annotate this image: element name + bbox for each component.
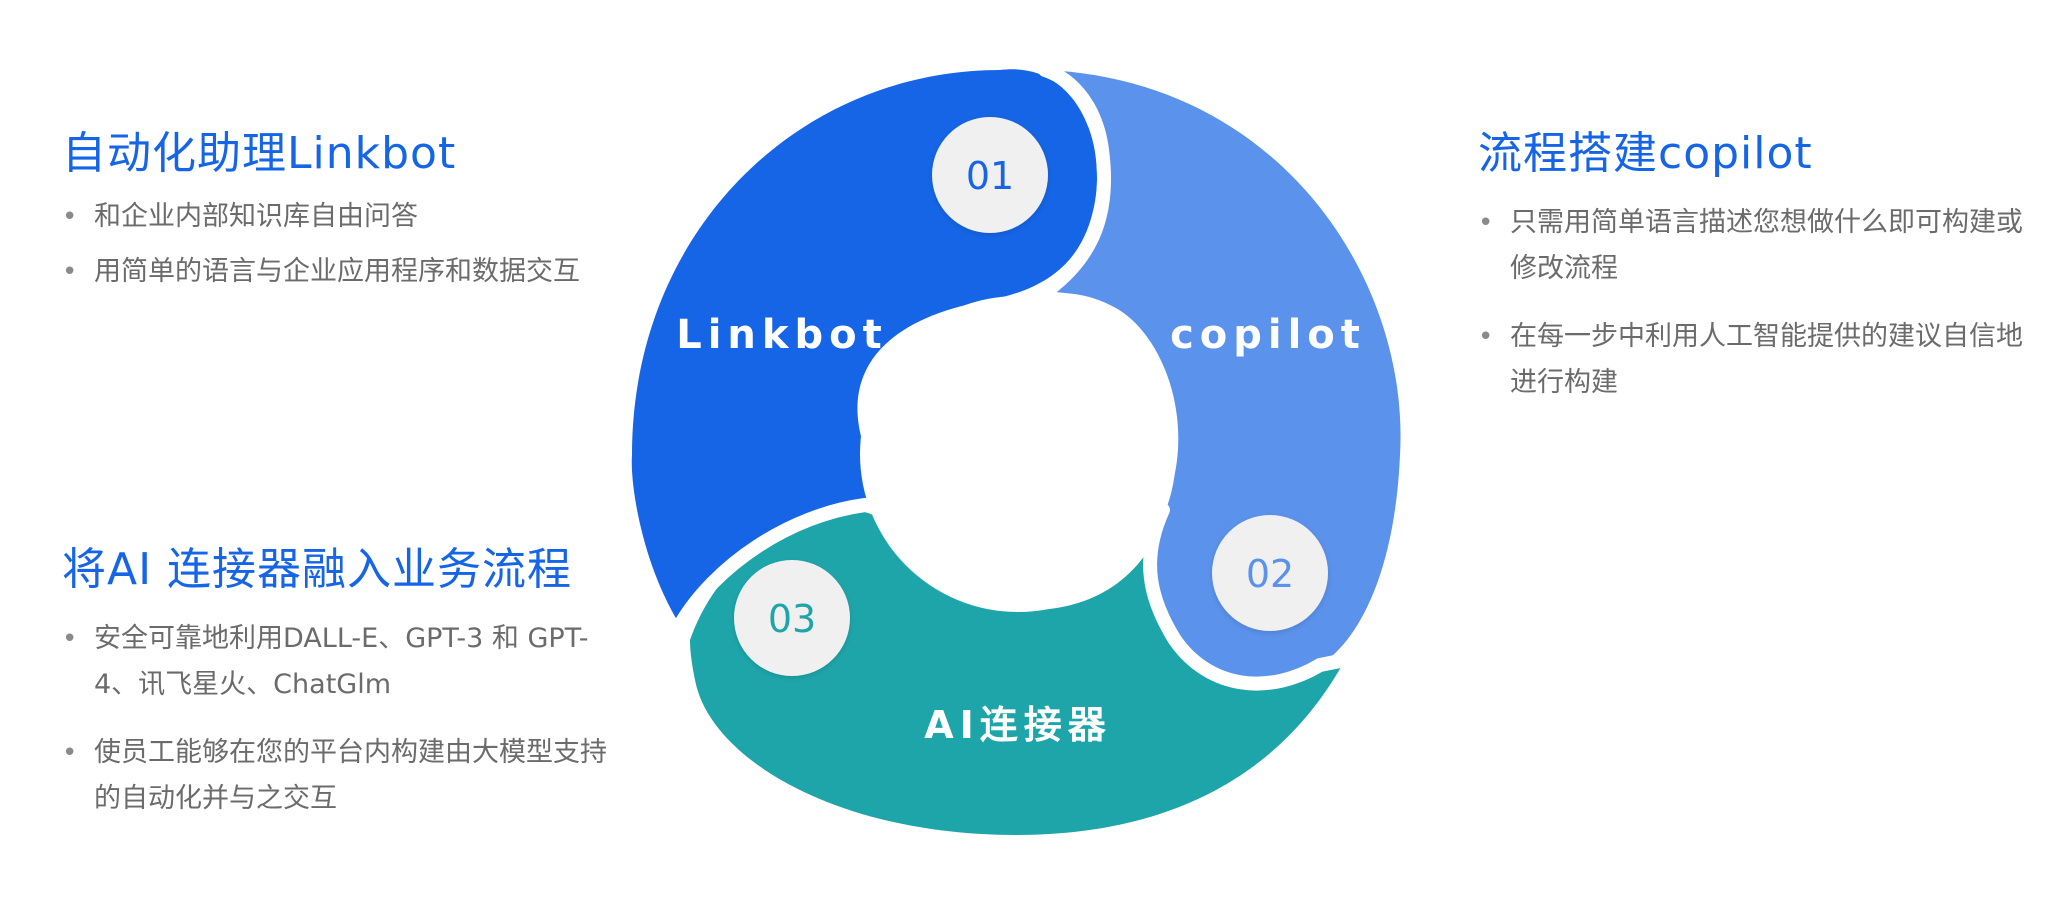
bullet-text: 安全可靠地利用DALL-E、GPT-3 和 GPT-4、讯飞星火、ChatGlm	[94, 623, 589, 700]
badge-02-number: 02	[1246, 552, 1294, 596]
badge-03	[734, 560, 850, 676]
bullet-list-linkbot: • 和企业内部知识库自由问答 • 用简单的语言与企业应用程序和数据交互	[62, 194, 652, 295]
bullet-text: 和企业内部知识库自由问答	[94, 201, 418, 232]
list-item: • 只需用简单语言描述您想做什么即可构建或修改流程	[1478, 200, 2038, 292]
bullet-dot: •	[62, 202, 78, 232]
bullet-text: 只需用简单语言描述您想做什么即可构建或修改流程	[1510, 207, 2023, 284]
list-item: • 安全可靠地利用DALL-E、GPT-3 和 GPT-4、讯飞星火、ChatG…	[62, 616, 622, 708]
bullet-dot: •	[1478, 322, 1494, 352]
list-item: • 使员工能够在您的平台内构建由大模型支持的自动化并与之交互	[62, 730, 622, 822]
badge-02	[1212, 515, 1328, 631]
badge-03-number: 03	[768, 597, 816, 641]
segment-ai-connector	[690, 509, 1345, 835]
bullet-text: 用简单的语言与企业应用程序和数据交互	[94, 256, 580, 287]
bullet-dot: •	[1478, 208, 1494, 238]
bullet-list-copilot: • 只需用简单语言描述您想做什么即可构建或修改流程 • 在每一步中利用人工智能提…	[1478, 200, 2038, 406]
bullet-dot: •	[62, 257, 78, 287]
list-item: • 用简单的语言与企业应用程序和数据交互	[62, 249, 652, 295]
bullet-dot: •	[62, 738, 78, 768]
section-title-ai-connector: 将AI 连接器融入业务流程	[62, 544, 573, 595]
badge-01-number: 01	[966, 154, 1014, 198]
section-title-linkbot: 自动化助理Linkbot	[62, 128, 457, 179]
bullet-text: 使员工能够在您的平台内构建由大模型支持的自动化并与之交互	[94, 737, 607, 814]
section-copilot: 流程搭建copilot • 只需用简单语言描述您想做什么即可构建或修改流程 • …	[1478, 126, 2038, 428]
bullet-list-ai-connector: • 安全可靠地利用DALL-E、GPT-3 和 GPT-4、讯飞星火、ChatG…	[62, 616, 622, 822]
badge-01	[932, 117, 1048, 233]
segment-label-linkbot: Linkbot	[676, 312, 888, 358]
segment-copilot	[1045, 70, 1401, 684]
section-title-copilot: 流程搭建copilot	[1478, 128, 1813, 179]
section-linkbot: 自动化助理Linkbot • 和企业内部知识库自由问答 • 用简单的语言与企业应…	[62, 126, 652, 304]
segment-label-copilot: copilot	[1170, 312, 1366, 358]
list-item: • 和企业内部知识库自由问答	[62, 194, 652, 240]
section-ai-connector: 将AI 连接器融入业务流程 • 安全可靠地利用DALL-E、GPT-3 和 GP…	[62, 542, 622, 844]
bullet-text: 在每一步中利用人工智能提供的建议自信地进行构建	[1510, 321, 2023, 398]
list-item: • 在每一步中利用人工智能提供的建议自信地进行构建	[1478, 314, 2038, 406]
separator-02-03	[1143, 503, 1352, 691]
separator-01-02	[1038, 63, 1112, 297]
bullet-dot: •	[62, 624, 78, 654]
center-hole	[860, 296, 1176, 612]
segment-label-ai-connector: AI连接器	[924, 703, 1112, 747]
